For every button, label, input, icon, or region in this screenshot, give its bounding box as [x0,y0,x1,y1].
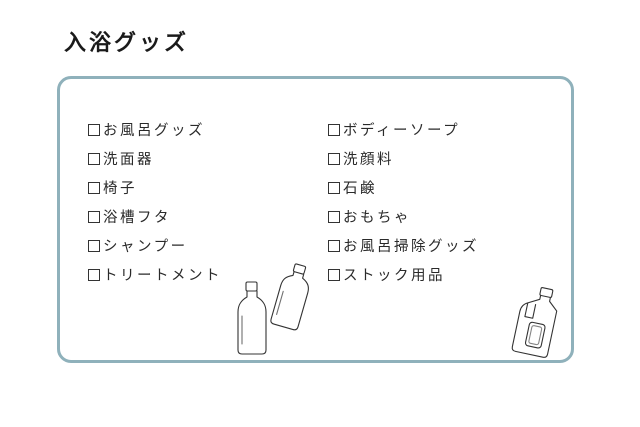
checkbox-empty-icon[interactable] [88,181,100,194]
detergent-bottle-icon [511,287,558,358]
checklist-item[interactable]: シャンプー [88,231,222,260]
checklist-right-column: ボディーソープ 洗顔料 石鹸 おもちゃ お風呂掃除グッズ ストック用品 [328,115,479,289]
checkbox-empty-icon[interactable] [88,239,100,252]
checkbox-empty-icon[interactable] [328,239,340,252]
checklist-item-label: おもちゃ [343,210,411,226]
checkbox-empty-icon[interactable] [88,123,100,136]
checkbox-empty-icon[interactable] [328,210,340,223]
checklist-item[interactable]: 椅子 [88,173,222,202]
checklist-item[interactable]: 洗面器 [88,144,222,173]
checklist-item-label: 椅子 [103,181,137,197]
checkbox-empty-icon[interactable] [328,181,340,194]
checkbox-empty-icon[interactable] [328,123,340,136]
checklist-item-label: トリートメント [103,268,222,284]
checklist-item-label: 浴槽フタ [103,210,171,226]
checklist-item[interactable]: ボディーソープ [328,115,479,144]
checklist-item-label: 石鹸 [343,181,377,197]
shampoo-bottle-icon [237,281,267,355]
checkbox-empty-icon[interactable] [328,152,340,165]
checklist-left-column: お風呂グッズ 洗面器 椅子 浴槽フタ シャンプー トリートメント [88,115,222,289]
checklist-item[interactable]: 洗顔料 [328,144,479,173]
checklist-item[interactable]: 浴槽フタ [88,202,222,231]
checklist-item[interactable]: ストック用品 [328,260,479,289]
checkbox-empty-icon[interactable] [328,268,340,281]
checkbox-empty-icon[interactable] [88,152,100,165]
checklist-item-label: 洗面器 [103,152,154,168]
checklist-item[interactable]: おもちゃ [328,202,479,231]
checklist-item-label: ボディーソープ [343,123,461,139]
checkbox-empty-icon[interactable] [88,210,100,223]
checklist-item[interactable]: トリートメント [88,260,222,289]
bottle-icon [270,263,309,331]
checklist-item[interactable]: 石鹸 [328,173,479,202]
checklist-item-label: シャンプー [103,239,188,255]
checklist-item-label: ストック用品 [343,268,445,284]
checklist-item-label: お風呂掃除グッズ [343,239,479,255]
checklist-item[interactable]: お風呂掃除グッズ [328,231,479,260]
checklist-item[interactable]: お風呂グッズ [88,115,222,144]
checklist-card: お風呂グッズ 洗面器 椅子 浴槽フタ シャンプー トリートメント [57,76,574,363]
checklist-item-label: 洗顔料 [343,152,394,168]
checklist-item-label: お風呂グッズ [103,123,205,139]
checkbox-empty-icon[interactable] [88,268,100,281]
page-title: 入浴グッズ [64,31,190,56]
